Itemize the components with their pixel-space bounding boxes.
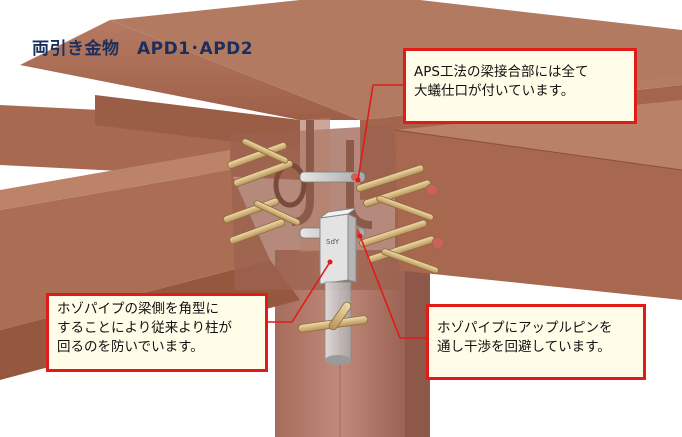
leader-lines xyxy=(268,84,426,339)
callout-dovetail-joint: APS工法の梁接合部には全て 大蟻仕口が付いています。 xyxy=(403,48,637,124)
page-title: 両引き金物 APD1･APD2 xyxy=(32,39,254,59)
drift-pins-right xyxy=(356,164,445,274)
drift-pins-left xyxy=(223,138,301,245)
callout-apple-pin: ホゾパイプにアップルピンを 通し干渉を回避しています。 xyxy=(426,304,646,380)
callout-square-pipe: ホゾパイプの梁側を角型に することにより従来より柱が 回るのを防いでいます。 xyxy=(46,293,268,372)
leader-dots xyxy=(327,177,363,265)
square-hozo-pipe: SdY xyxy=(319,207,357,285)
round-pipe-with-pin xyxy=(297,281,369,365)
sdy-logo: SdY xyxy=(326,238,340,246)
